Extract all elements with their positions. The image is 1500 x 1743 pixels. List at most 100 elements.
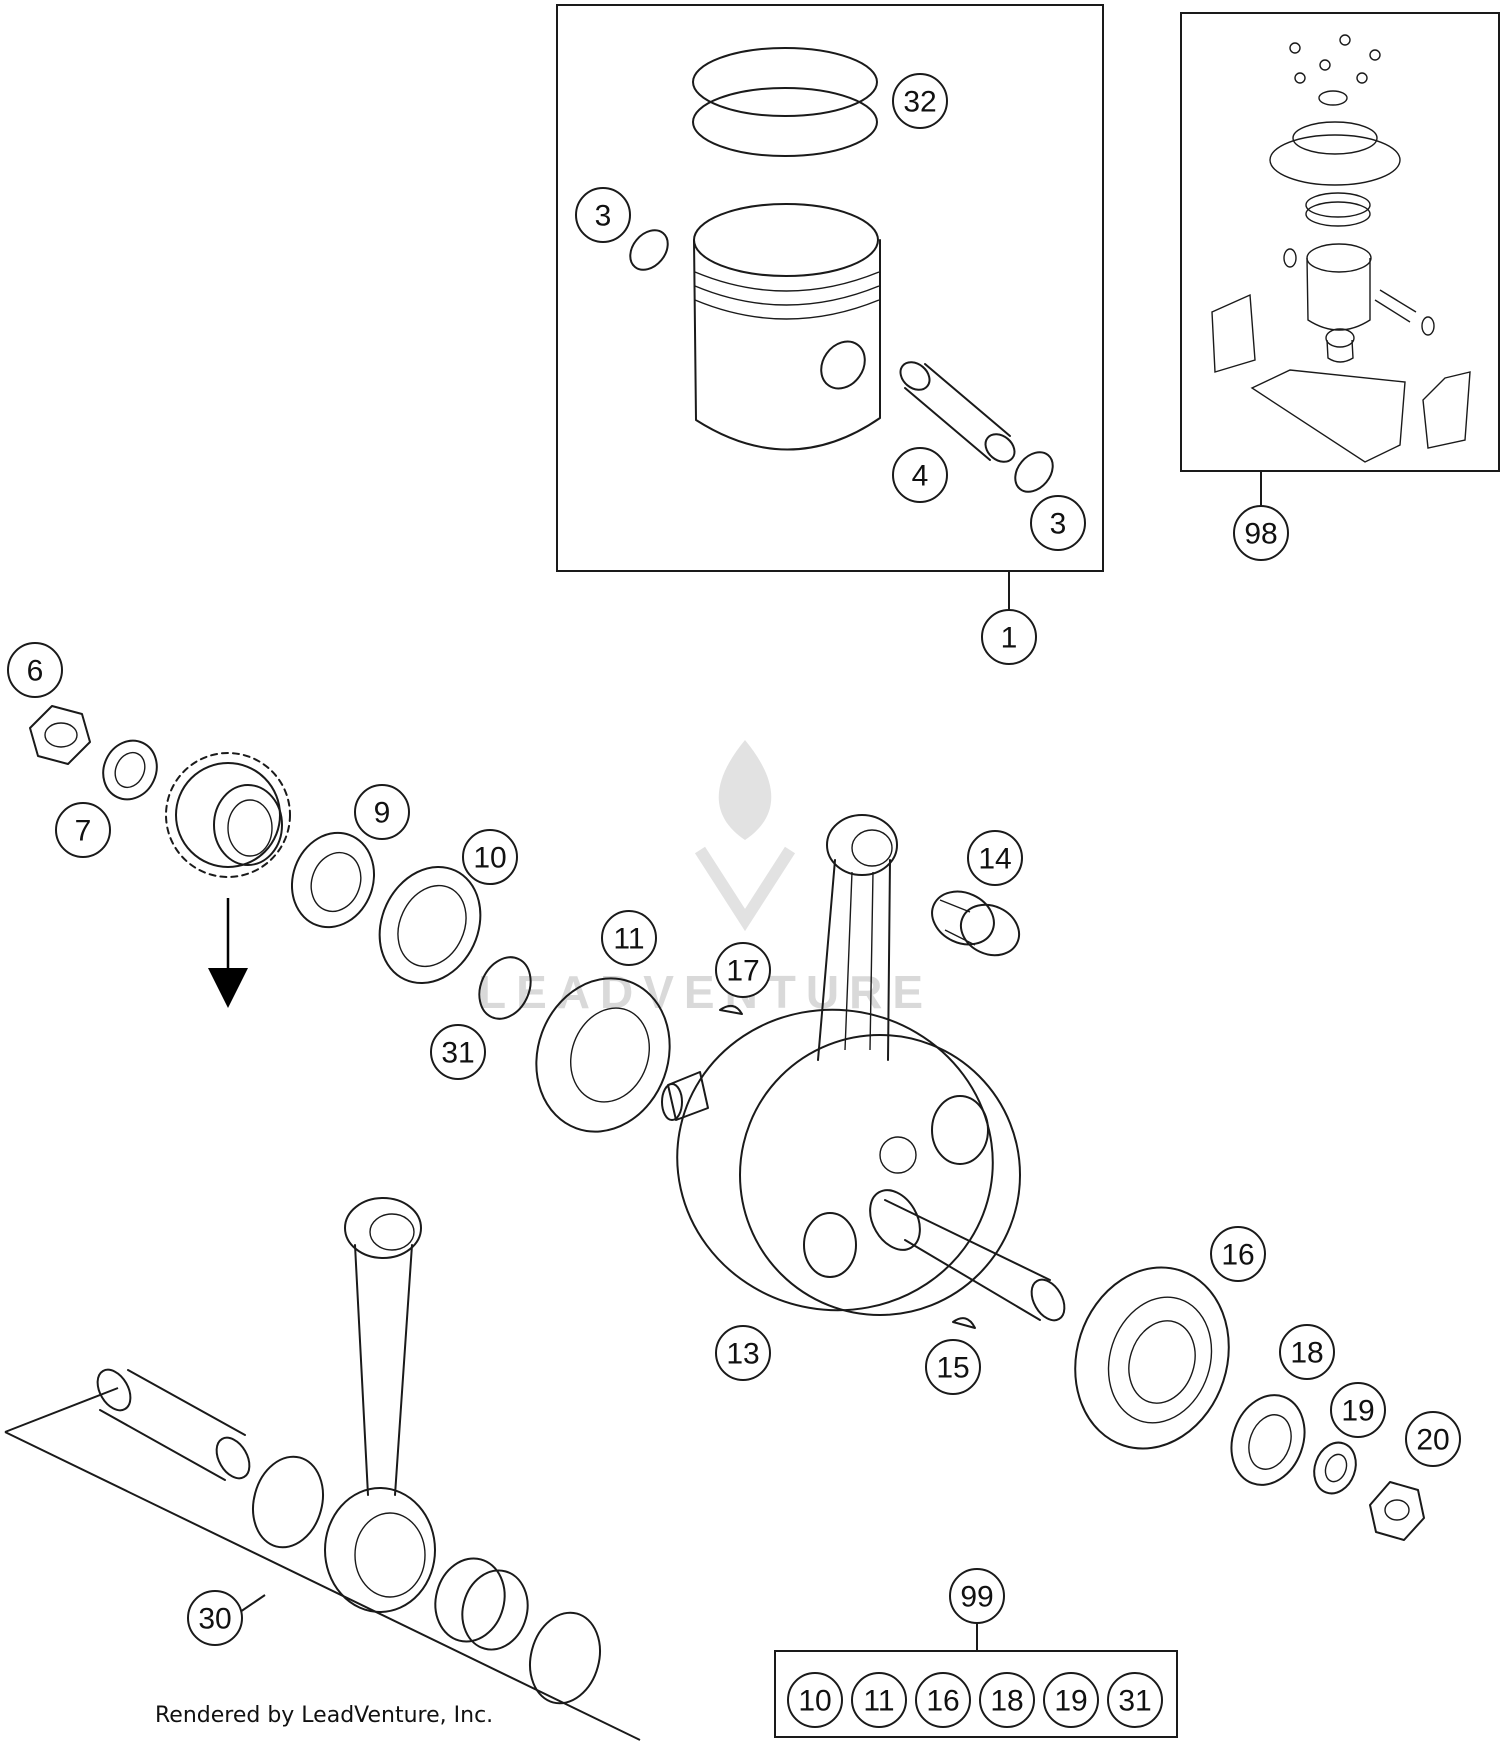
- callout-circle: [430, 1024, 486, 1080]
- kit-99-item-label: 19: [1054, 1685, 1087, 1718]
- conrod-kit-washer-upper: [252, 1455, 324, 1549]
- callout-30: 30: [187, 1590, 243, 1646]
- callout-circle: [715, 942, 771, 998]
- kit-99-item-label: 10: [798, 1685, 831, 1718]
- callout-label: 4: [912, 460, 929, 493]
- callout-99: 99: [949, 1568, 1005, 1624]
- callout-label: 11: [613, 923, 644, 956]
- callout-label: 7: [75, 815, 92, 848]
- top-end-kit-parts: [1211, 34, 1471, 463]
- callout-circle: [1279, 1324, 1335, 1380]
- callout-circle: [715, 1325, 771, 1381]
- seal-ring-right: [1230, 1394, 1306, 1486]
- kit-99-item-circle: [915, 1672, 971, 1728]
- flange-nut-right: [1369, 1481, 1425, 1541]
- leader-lines: [239, 471, 1262, 1651]
- circlip-left: [629, 229, 669, 271]
- washer-right: [1313, 1441, 1357, 1495]
- callout-label: 19: [1341, 1395, 1374, 1428]
- callout-10: 10: [462, 829, 518, 885]
- callout-label: 32: [903, 86, 936, 119]
- callout-circle: [1233, 505, 1289, 561]
- primary-gear: [165, 752, 291, 878]
- callout-circle: [575, 187, 631, 243]
- callout-15: 15: [925, 1339, 981, 1395]
- callout-9: 9: [354, 784, 410, 840]
- circlip-right: [1014, 451, 1054, 493]
- callout-label: 20: [1416, 1424, 1449, 1457]
- callout-label: 31: [441, 1037, 474, 1070]
- kit-99-item-label: 18: [990, 1685, 1023, 1718]
- callout-17: 17: [715, 942, 771, 998]
- callout-label: 16: [1221, 1239, 1254, 1272]
- arrow-head-icon: [208, 968, 248, 1008]
- callout-98: 98: [1233, 505, 1289, 561]
- kit-99-item: 19: [1043, 1672, 1099, 1728]
- callout-label: 13: [726, 1338, 759, 1371]
- callout-13: 13: [715, 1325, 771, 1381]
- kit-99-item-label: 31: [1118, 1685, 1151, 1718]
- callout-11: 11: [601, 910, 657, 966]
- callout-6: 6: [7, 642, 63, 698]
- kit-99-item: 16: [915, 1672, 971, 1728]
- kit-99-item: 18: [979, 1672, 1035, 1728]
- callout-circle: [892, 447, 948, 503]
- conrod-kit-rod: [324, 1197, 436, 1613]
- callout-label: 9: [374, 797, 391, 830]
- kit-99-item: 11: [851, 1672, 907, 1728]
- callout-circle: [354, 784, 410, 840]
- callout-label: 3: [595, 200, 612, 233]
- callout-circle: [892, 73, 948, 129]
- callout-label: 1: [1001, 622, 1018, 655]
- callout-label: 99: [960, 1581, 993, 1614]
- callout-circle: [55, 802, 111, 858]
- main-bearing-left: [535, 977, 671, 1133]
- top-end-kit-box: [1180, 12, 1500, 472]
- callout-label: 10: [473, 842, 506, 875]
- kit-99-item-circle: [1107, 1672, 1163, 1728]
- callout-19: 19: [1330, 1382, 1386, 1438]
- callout-14: 14: [967, 830, 1023, 886]
- kit-99-item: 10: [787, 1672, 843, 1728]
- hex-nut: [29, 705, 91, 765]
- piston-pin: [899, 361, 1016, 463]
- callout-circle: [967, 830, 1023, 886]
- connecting-rod: [817, 814, 898, 1061]
- callout-label: 30: [198, 1603, 231, 1636]
- lock-washer: [102, 739, 158, 801]
- callout-16: 16: [1210, 1226, 1266, 1282]
- callout-3b: 3: [1030, 495, 1086, 551]
- kit-99-box: [774, 1650, 1178, 1738]
- callout-circle: [1030, 495, 1086, 551]
- conrod-kit-washer-lower: [529, 1611, 601, 1705]
- callout-circle: [925, 1339, 981, 1395]
- callout-circle: [949, 1568, 1005, 1624]
- callout-label: 14: [978, 843, 1011, 876]
- callout-1: 1: [981, 609, 1037, 665]
- kit-99-item-circle: [851, 1672, 907, 1728]
- woodruff-key-right: [952, 1317, 976, 1329]
- main-bearing-right: [1074, 1266, 1230, 1450]
- callout-3a: 3: [575, 187, 631, 243]
- callout-31: 31: [430, 1024, 486, 1080]
- callout-circle: [981, 609, 1037, 665]
- callout-circle: [187, 1590, 243, 1646]
- watermark-brand: LEADVENTURE: [478, 966, 933, 1018]
- conrod-kit-bracket: [4, 1387, 641, 1741]
- kit-99-item: 31: [1107, 1672, 1163, 1728]
- callout-4: 4: [892, 447, 948, 503]
- callout-circle: [462, 829, 518, 885]
- piston-rings: [692, 47, 878, 157]
- conrod-kit-needle-bearing: [434, 1557, 529, 1651]
- kit-99-item-list: 10 11 16 18 19 31: [787, 1672, 1163, 1728]
- watermark-chevron-icon: [694, 846, 796, 932]
- kit-99-item-circle: [979, 1672, 1035, 1728]
- kit-99-item-label: 16: [926, 1685, 959, 1718]
- callout-label: 17: [726, 955, 759, 988]
- watermark: LEADVENTURE: [478, 740, 933, 1018]
- callout-circle: [1330, 1382, 1386, 1438]
- callout-circle: [1405, 1411, 1461, 1467]
- callout-label: 18: [1290, 1337, 1323, 1370]
- callout-circle: [1210, 1226, 1266, 1282]
